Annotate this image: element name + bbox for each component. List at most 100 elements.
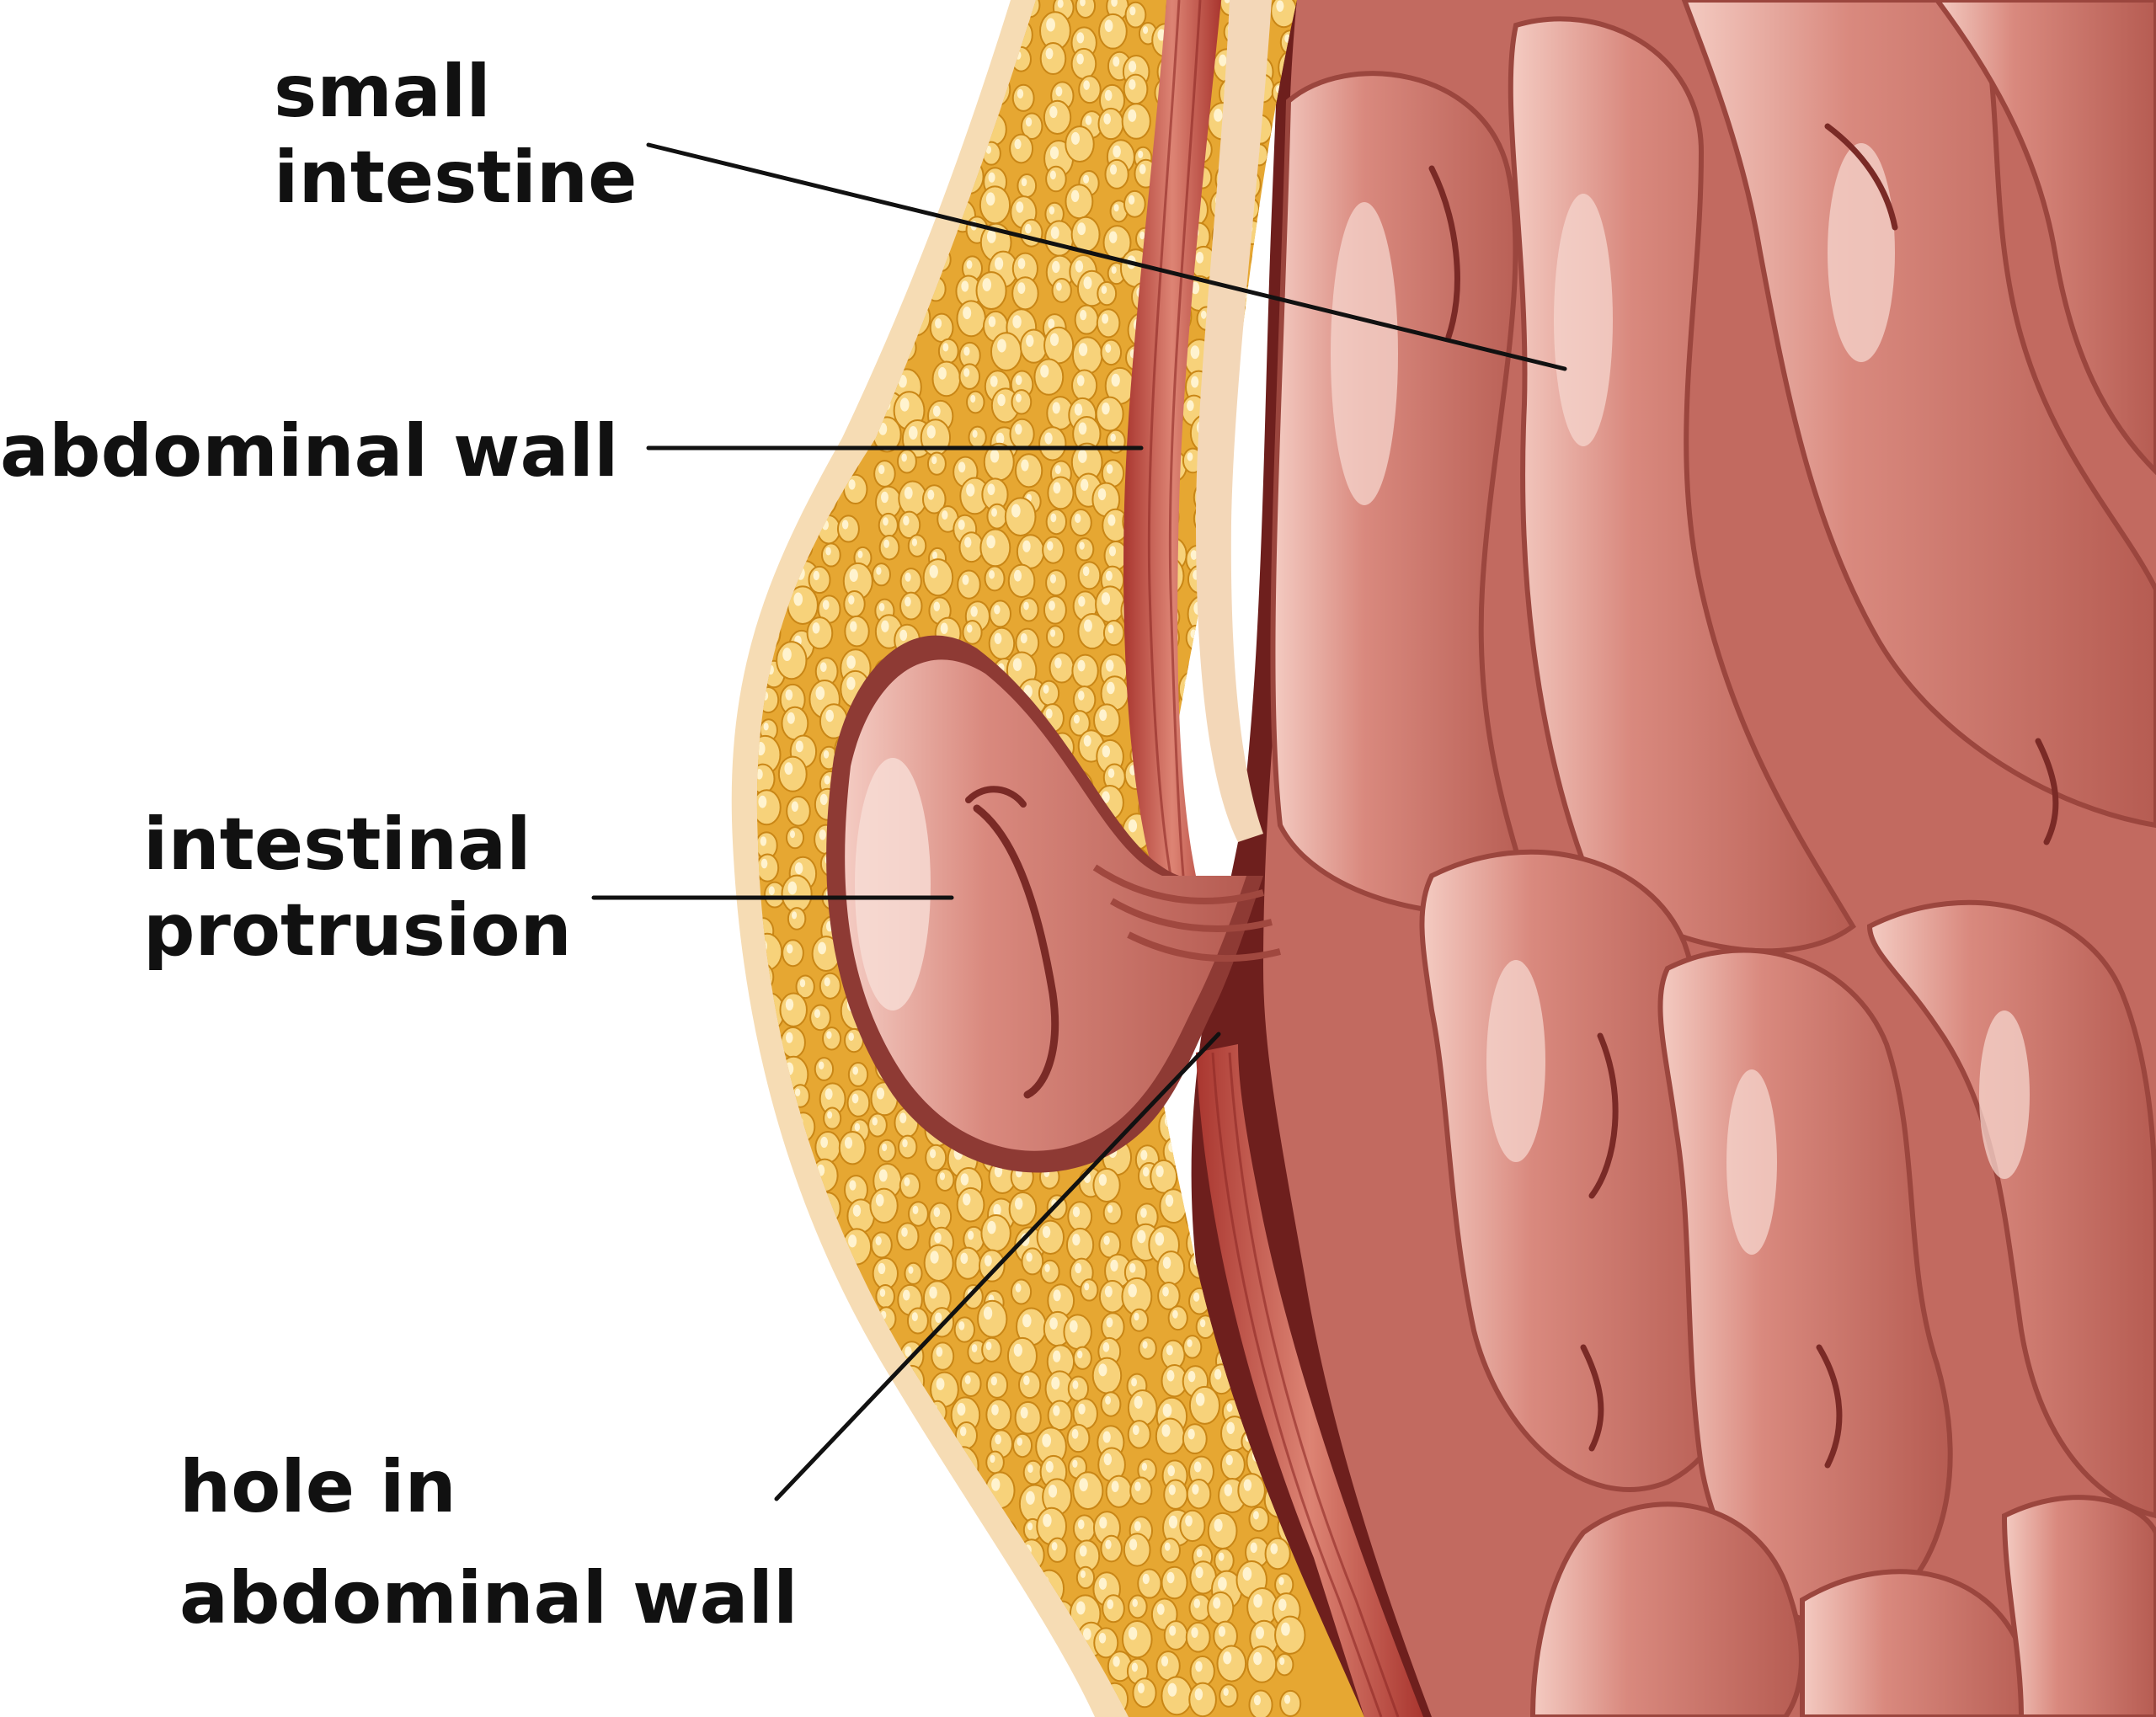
fat-cell-highlight [819, 793, 828, 805]
fat-cell-highlight [1109, 164, 1118, 175]
fat-cell [1018, 1370, 1042, 1400]
fat-cell-highlight [963, 1193, 971, 1206]
fat-cell-highlight [926, 425, 936, 439]
fat-cell-highlight [899, 629, 908, 642]
fat-cell-highlight [1079, 1478, 1088, 1492]
fat-cell [904, 1261, 923, 1285]
fat-cell-highlight [1015, 424, 1022, 435]
fat-cell-highlight [1128, 195, 1135, 205]
fat-cell-highlight [1017, 1437, 1023, 1447]
fat-cell-highlight [1164, 1542, 1171, 1551]
fat-cell [877, 1138, 897, 1163]
fat-cell-highlight [1191, 376, 1199, 388]
fat-cell [1012, 1432, 1033, 1458]
fat-cell-highlight [1172, 1309, 1178, 1319]
fat-cell-highlight [929, 1149, 937, 1159]
fat-cell-highlight [784, 762, 793, 776]
fat-cell [808, 565, 831, 595]
fat-cell-highlight [878, 465, 885, 475]
fat-cell-highlight [1056, 282, 1062, 291]
fat-cell-highlight [1134, 1481, 1141, 1491]
fat-cell [1248, 1689, 1273, 1717]
fat-cell-highlight [1101, 285, 1107, 295]
fat-cell-highlight [1142, 1573, 1150, 1585]
fat-cell-highlight [1155, 1232, 1165, 1246]
fat-cell-highlight [1078, 422, 1087, 435]
fat-cell-highlight [1242, 1567, 1252, 1581]
fat-cell-highlight [1016, 393, 1022, 403]
fat-cell [1011, 276, 1039, 311]
fat-cell-highlight [1050, 629, 1056, 637]
fat-cell-highlight [904, 1177, 910, 1186]
fat-cell-highlight [1015, 375, 1022, 386]
fat-cell-highlight [1044, 1264, 1050, 1272]
fat-cell-highlight [991, 1404, 999, 1416]
fat-cell-highlight [1082, 1628, 1091, 1640]
fat-cell-highlight [1279, 1657, 1285, 1666]
fat-cell-highlight [966, 483, 975, 497]
fat-cell-highlight [1077, 449, 1087, 463]
label-small-intestine-line2: intestine [274, 136, 637, 220]
fat-cell-highlight [970, 394, 976, 403]
fat-cell-highlight [1156, 1603, 1165, 1615]
fat-cell-highlight [1085, 115, 1092, 125]
fat-cell-highlight [1224, 0, 1230, 4]
fat-cell-highlight [1281, 1622, 1290, 1636]
fat-cell-highlight [929, 564, 938, 579]
fat-cell-highlight [1169, 1625, 1177, 1636]
fat-cell-highlight [1082, 566, 1090, 577]
label-hole-in-abdominal-wall: hole in abdominal wall [179, 1445, 798, 1640]
fat-cell-highlight [1015, 1283, 1022, 1293]
fat-cell-highlight [1079, 541, 1085, 550]
fat-cell-highlight [1017, 282, 1026, 295]
fat-cell [931, 1341, 955, 1371]
fat-cell-highlight [1128, 819, 1138, 833]
fat-cell [1188, 1682, 1217, 1717]
fat-cell-highlight [758, 795, 767, 808]
fat-cell-highlight [1102, 403, 1110, 415]
fat-cell-highlight [901, 1227, 908, 1237]
fat-cell [896, 1222, 920, 1251]
fat-cell [785, 826, 805, 850]
fat-cell [1044, 220, 1075, 257]
fat-cell-highlight [851, 1093, 859, 1104]
fat-cell-highlight [1083, 174, 1090, 184]
fat-cell [1045, 625, 1065, 648]
fat-cell-highlight [1162, 1256, 1171, 1269]
peritoneum-lining [1196, 0, 1272, 842]
fat-cell [1040, 1259, 1060, 1284]
fat-cell [867, 1112, 888, 1138]
fat-cell-highlight [1076, 53, 1084, 65]
fat-cell-highlight [1049, 600, 1055, 611]
fat-cell-highlight [997, 393, 1006, 407]
fat-cell-highlight [763, 723, 769, 731]
fat-cell-highlight [990, 449, 1000, 463]
fat-cell-highlight [1253, 1594, 1262, 1608]
fat-cell-highlight [1134, 1395, 1143, 1409]
fat-cell-highlight [1083, 80, 1090, 90]
fat-cell-highlight [815, 686, 825, 701]
fat-cell [898, 1134, 918, 1160]
fat-cell [958, 363, 981, 390]
fat-cell-highlight [882, 1143, 888, 1152]
fat-cell-highlight [1129, 6, 1136, 16]
fat-cell-highlight [1190, 345, 1200, 360]
fat-cell-highlight [1051, 1377, 1060, 1390]
fat-cell-highlight [1070, 131, 1081, 145]
fat-cell-highlight [930, 1250, 939, 1264]
fat-cell [1007, 563, 1036, 598]
fat-cell-highlight [970, 605, 978, 617]
fat-cell [1189, 1655, 1215, 1688]
fat-cell-highlight [1072, 1206, 1081, 1218]
fat-cell [847, 1062, 869, 1087]
fat-cell-highlight [1113, 56, 1120, 67]
fat-cell [937, 338, 959, 365]
fat-cell [779, 992, 808, 1027]
fat-cell-highlight [1111, 373, 1120, 387]
fat-cell-highlight [911, 1312, 918, 1322]
fat-cell [756, 853, 780, 882]
fat-cell-highlight [1129, 1263, 1136, 1273]
fat-cell-highlight [962, 574, 969, 585]
fat-cell [1074, 304, 1099, 335]
